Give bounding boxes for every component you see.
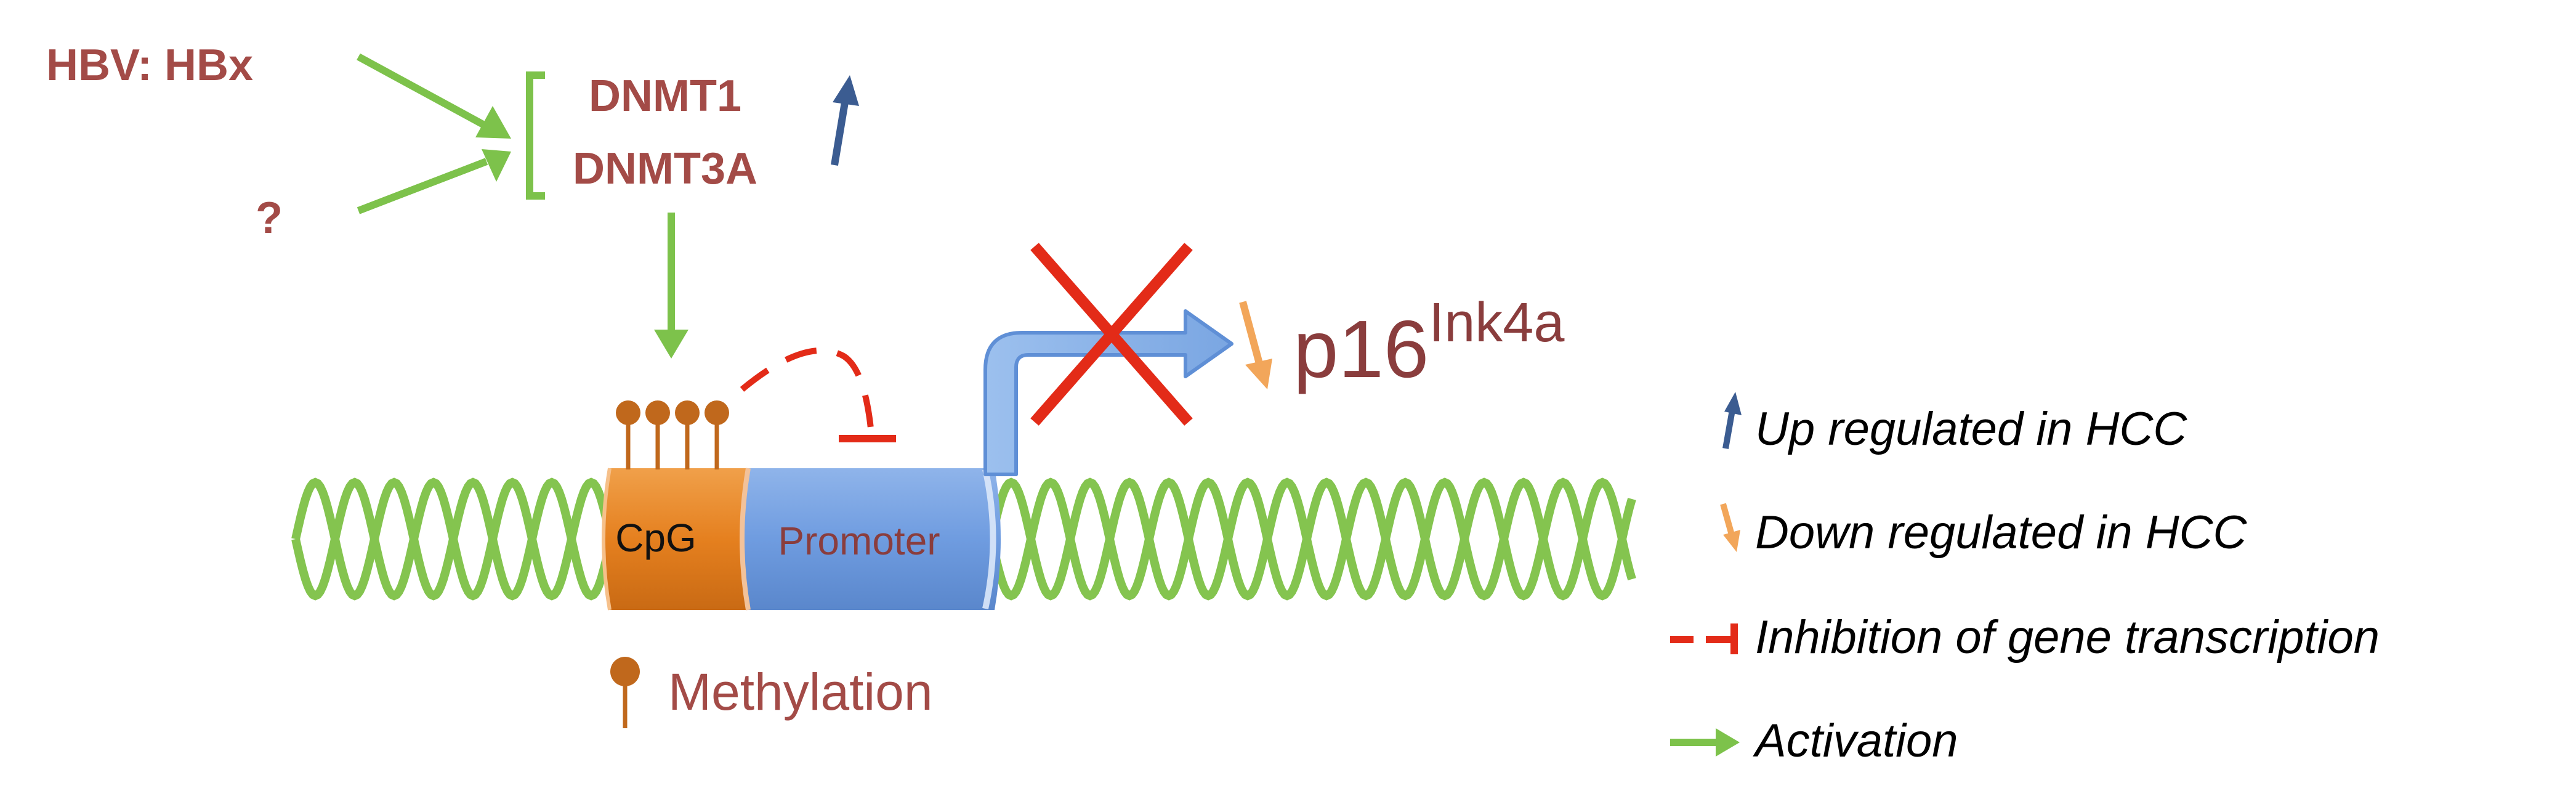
methyl-pin-icon (616, 400, 640, 469)
promoter-segment: Promoter (740, 468, 1001, 611)
activation-arrow-unknown (357, 149, 511, 214)
methyl-pin-icon (675, 400, 700, 469)
cpg-segment: CpG (602, 468, 748, 611)
dna-helix-right (987, 477, 1636, 601)
transcription-start-arrow (983, 309, 1233, 476)
enzyme-bracket (526, 71, 545, 200)
blocked-transcription-x-icon (1030, 243, 1193, 426)
legend-activation: Activation (1670, 715, 1958, 767)
dnmt3a-label: DNMT3A (573, 144, 757, 193)
cpg-label: CpG (615, 516, 696, 560)
methyl-pin-icon (645, 400, 670, 469)
legend-up-text: Up regulated in HCC (1755, 403, 2187, 455)
methyl-pin-icon (705, 400, 729, 469)
unknown-input-label: ? (256, 193, 283, 243)
hbv-hbx-label: HBV: HBx (46, 41, 253, 90)
methylation-label: Methylation (668, 663, 933, 721)
activation-arrow-dnmt-to-cpg (654, 213, 688, 359)
methylation-pin-icon (610, 657, 640, 686)
gene-name: p16Ink4a (1293, 292, 1565, 394)
cpg-methylation-marks (616, 400, 729, 469)
inhibition-arc (740, 347, 896, 442)
activation-arrow-hbx (357, 53, 511, 139)
down-regulated-arrow-icon (1239, 301, 1272, 389)
legend-down-text: Down regulated in HCC (1755, 506, 2247, 559)
legend-down: Down regulated in HCC (1720, 503, 2247, 559)
dna-strand (987, 477, 1636, 601)
gene-name-superscript: Ink4a (1429, 292, 1565, 354)
promoter-label: Promoter (778, 519, 940, 563)
legend-inhibition-text: Inhibition of gene transcription (1755, 611, 2380, 664)
legend: Up regulated in HCC Down regulated in HC… (1670, 392, 2380, 767)
dna-helix-left (291, 477, 615, 601)
legend-activation-text: Activation (1753, 715, 1958, 767)
up-regulated-arrow-icon (831, 75, 859, 166)
gene-name-main: p16 (1293, 304, 1429, 394)
dnmt1-label: DNMT1 (589, 71, 741, 121)
dna-strand (987, 477, 1636, 601)
methylation-key: Methylation (610, 657, 933, 728)
legend-inhibition: Inhibition of gene transcription (1670, 611, 2380, 664)
legend-up: Up regulated in HCC (1722, 392, 2187, 455)
dna-strand (291, 477, 615, 601)
